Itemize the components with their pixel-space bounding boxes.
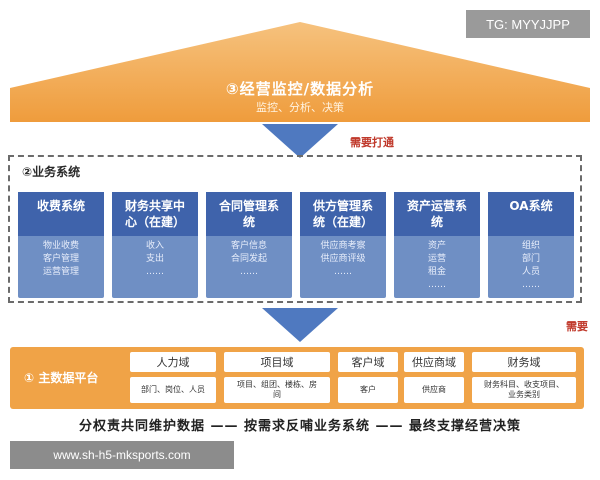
- system-card-items: 资产 运营 租金 ……: [427, 241, 446, 290]
- system-card-finance: 财务共享中心（在建） 收入 支出 ……: [112, 192, 198, 298]
- url-watermark: www.sh-h5-mksports.com: [10, 441, 234, 469]
- system-card-oa: OA系统 组织 部门 人员 ……: [488, 192, 574, 298]
- need-through-label: 需要打通: [350, 136, 394, 149]
- domain-finance: 财务域: [472, 352, 576, 372]
- need-label-right: 需要: [566, 320, 588, 333]
- domain-customer: 客户域: [338, 352, 398, 372]
- domain-project: 项目域: [224, 352, 330, 372]
- system-card-items: 组织 部门 人员 ……: [521, 241, 540, 290]
- system-card-supplier: 供方管理系统（在建） 供应商考察 供应商评级 ……: [300, 192, 386, 298]
- system-card-items: 收入 支出 ……: [145, 241, 164, 277]
- roof-banner: [10, 22, 590, 122]
- system-card-title: 收费系统: [18, 192, 104, 236]
- system-card-contract: 合同管理系统 客户信息 合同发起 ……: [206, 192, 292, 298]
- domain-detail: 项目、组团、楼栋、房间: [224, 377, 330, 403]
- system-card-title: OA系统: [488, 192, 574, 236]
- domain-detail: 部门、岗位、人员: [130, 377, 216, 403]
- system-card-asset: 资产运营系统 资产 运营 租金 ……: [394, 192, 480, 298]
- domain-hr: 人力域: [130, 352, 216, 372]
- system-card-items: 客户信息 合同发起 ……: [230, 241, 267, 277]
- domain-detail: 财务科目、收支项目、业务类别: [472, 377, 576, 403]
- business-systems-box: [8, 155, 582, 303]
- system-card-title: 供方管理系统（在建）: [300, 192, 386, 236]
- system-card-title: 财务共享中心（在建）: [112, 192, 198, 236]
- domain-detail: 客户: [338, 377, 398, 403]
- system-card-billing: 收费系统 物业收费 客户管理 运营管理: [18, 192, 104, 298]
- system-card-title: 资产运营系统: [394, 192, 480, 236]
- domain-detail: 供应商: [404, 377, 464, 403]
- system-card-title: 合同管理系统: [206, 192, 292, 236]
- slogan: 分权责共同维护数据 —— 按需求反哺业务系统 —— 最终支撑经营决策: [78, 419, 522, 434]
- roof-title: ③经营监控/数据分析: [225, 80, 375, 98]
- system-card-items: 物业收费 客户管理 运营管理: [42, 241, 79, 277]
- business-systems-title: ②业务系统: [22, 165, 81, 179]
- roof-subtitle: 监控、分析、决策: [256, 101, 344, 114]
- master-data-title: ① 主数据平台: [24, 371, 99, 385]
- telegram-watermark: TG: MYYJJPP: [466, 10, 590, 38]
- domain-supplier: 供应商域: [404, 352, 464, 372]
- system-card-items: 供应商考察 供应商评级 ……: [320, 241, 366, 277]
- down-arrow-icon: [262, 124, 338, 158]
- down-arrow-icon: [262, 308, 338, 342]
